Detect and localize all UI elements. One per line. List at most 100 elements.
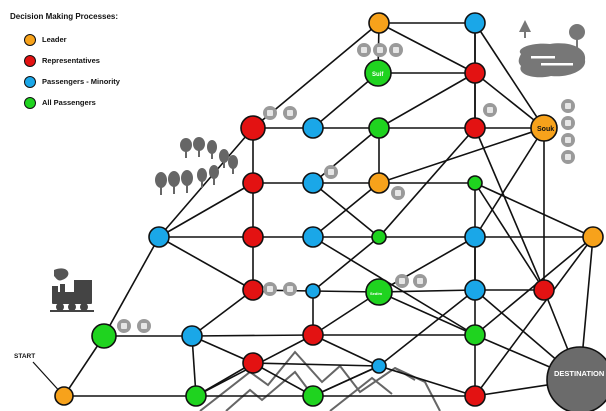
suif-label: Suif (372, 72, 384, 78)
route-node (464, 279, 486, 301)
route-edge (378, 365, 476, 397)
route-edge (474, 22, 545, 129)
route-edges (63, 22, 594, 397)
route-node (302, 385, 324, 407)
shopping-icon (283, 106, 297, 120)
destination-node (546, 346, 606, 411)
route-edge (378, 236, 476, 293)
route-edge (378, 22, 476, 74)
route-node (302, 117, 324, 139)
sedim-label: Sedim (370, 291, 382, 296)
route-node (302, 226, 324, 248)
route-edge (252, 362, 380, 367)
transport-icon (391, 186, 405, 200)
route-node (242, 172, 264, 194)
route-node (368, 117, 390, 139)
route-edge (191, 334, 314, 337)
route-edge (312, 182, 380, 238)
route-node (181, 325, 203, 347)
legend-item-all-passengers: All Passengers (10, 92, 120, 113)
route-edge (158, 236, 254, 291)
route-edge (474, 182, 545, 291)
route-edge (378, 291, 476, 336)
route-edge (191, 289, 254, 337)
route-edge (378, 127, 545, 184)
food-icon (389, 43, 403, 57)
start-label: START (14, 353, 35, 360)
lake-icon (518, 20, 586, 78)
route-edge (474, 236, 594, 397)
shopping-icon (561, 133, 575, 147)
route-edge (312, 72, 379, 129)
legend: Decision Making Processes: Leader Repres… (10, 12, 120, 113)
route-edge (312, 127, 380, 184)
legend-title: Decision Making Processes: (10, 12, 119, 21)
route-node (464, 385, 486, 407)
route-edge (158, 182, 254, 238)
destination-label: DESTINATION (554, 369, 604, 378)
transport-icon (561, 116, 575, 130)
route-edge (474, 72, 545, 129)
legend-label: All Passengers (42, 98, 96, 107)
shopping-icon (283, 282, 297, 296)
legend-item-leader: Leader (10, 29, 120, 50)
route-node (530, 114, 558, 142)
toilet-icon (395, 274, 409, 288)
shopping-icon (137, 319, 151, 333)
route-node (242, 279, 264, 301)
route-edge (312, 236, 476, 336)
representatives-color-dot (24, 54, 36, 67)
route-node (368, 172, 390, 194)
route-node (148, 226, 170, 248)
legend-label: Representatives (42, 56, 100, 65)
food-icon (117, 319, 131, 333)
route-node (365, 278, 393, 306)
route-node (467, 175, 483, 191)
transport-icon (373, 43, 387, 57)
route-node (302, 172, 324, 194)
route-edge (312, 365, 380, 397)
route-node (533, 279, 555, 301)
route-edge (158, 127, 254, 238)
route-node (464, 226, 486, 248)
route-edge (474, 127, 545, 238)
start-node (54, 386, 74, 406)
route-node (371, 358, 387, 374)
route-node (91, 323, 117, 349)
souk-label: Souk (537, 126, 554, 133)
route-node (371, 229, 387, 245)
route-node (582, 226, 604, 248)
forest-icon (155, 137, 238, 195)
toilet-icon (263, 106, 277, 120)
amenity-icons (117, 43, 575, 333)
route-edge (103, 236, 160, 337)
route-edge (378, 72, 476, 129)
food-icon (324, 165, 338, 179)
route-edge (252, 362, 314, 397)
route-node (364, 59, 392, 87)
transport-icon (483, 103, 497, 117)
route-node (242, 352, 264, 374)
transport-icon (561, 150, 575, 164)
legend-label: Passengers - Minority (42, 77, 120, 86)
route-node (240, 115, 266, 141)
route-node (464, 12, 486, 34)
route-node (368, 12, 390, 34)
route-node (185, 385, 207, 407)
route-node (302, 324, 324, 346)
minority-color-dot (24, 75, 36, 88)
legend-item-minority: Passengers - Minority (10, 71, 120, 92)
route-edge (378, 289, 476, 367)
route-nodes (54, 12, 606, 411)
toilet-icon (263, 282, 277, 296)
legend-label: Leader (42, 35, 67, 44)
all-passengers-color-dot (24, 96, 36, 109)
food-icon (561, 99, 575, 113)
legend-item-representatives: Representatives (10, 50, 120, 71)
route-node (464, 324, 486, 346)
toilet-icon (357, 43, 371, 57)
route-node (305, 283, 321, 299)
route-node (464, 117, 486, 139)
shopping-icon (413, 274, 427, 288)
